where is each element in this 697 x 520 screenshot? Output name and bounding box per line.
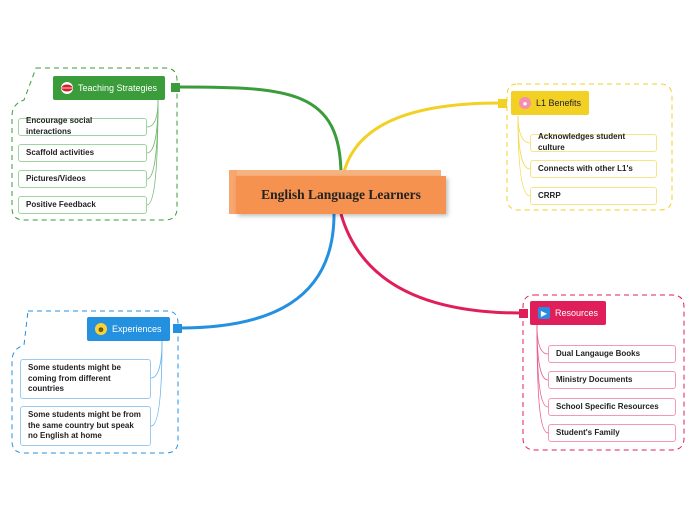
resources-topic[interactable]: ▶ Resources <box>530 301 607 325</box>
l1-item-3[interactable]: CRRP <box>530 187 657 205</box>
resources-item-2[interactable]: Ministry Documents <box>548 371 676 389</box>
resources-item-4[interactable]: Student's Family <box>548 424 676 442</box>
experiences-boundary <box>11 310 179 454</box>
central-topic-top-face <box>229 170 441 177</box>
play-icon: ▶ <box>538 307 550 319</box>
experiences-topic[interactable]: ☻ Experiences <box>87 317 170 341</box>
l1-boundary <box>506 83 673 211</box>
l1-benefits-topic[interactable]: ● L1 Benefits <box>511 91 590 115</box>
teaching-item-1[interactable]: Encourage social interactions <box>18 116 147 136</box>
teaching-item-4[interactable]: Positive Feedback <box>18 196 147 214</box>
experiences-connector <box>173 324 182 333</box>
resources-item-1[interactable]: Dual Langauge Books <box>548 345 676 363</box>
l1-item-1[interactable]: Acknowledges student culture <box>530 132 657 152</box>
resources-curve <box>339 213 522 315</box>
resources-connector <box>519 309 528 318</box>
teaching-strategies-label: Teaching Strategies <box>78 83 158 93</box>
brain-icon: ● <box>519 97 531 109</box>
resources-boundary <box>522 294 685 451</box>
teaching-strategies-topic[interactable]: Teaching Strategies <box>53 76 166 100</box>
lips-icon <box>61 82 73 94</box>
experiences-label: Experiences <box>112 324 162 334</box>
resources-item-3[interactable]: School Specific Resources <box>548 398 676 416</box>
l1-item-2[interactable]: Connects with other L1's <box>530 160 657 178</box>
experiences-item-1[interactable]: Some students might be coming from diffe… <box>20 359 151 399</box>
teaching-item-3[interactable]: Pictures/Videos <box>18 170 147 188</box>
teaching-connector <box>171 83 180 92</box>
resources-label: Resources <box>555 308 599 318</box>
l1-benefits-label: L1 Benefits <box>536 98 582 108</box>
experiences-curve <box>178 213 336 330</box>
smiley-icon: ☻ <box>95 323 107 335</box>
central-topic[interactable]: English Language Learners <box>236 176 446 214</box>
central-topic-side-face <box>229 170 237 214</box>
teaching-item-2[interactable]: Scaffold activities <box>18 144 147 162</box>
l1-curve <box>341 101 501 177</box>
l1-connector <box>498 99 507 108</box>
experiences-item-2[interactable]: Some students might be from the same cou… <box>20 406 151 446</box>
teaching-curve <box>178 85 343 177</box>
